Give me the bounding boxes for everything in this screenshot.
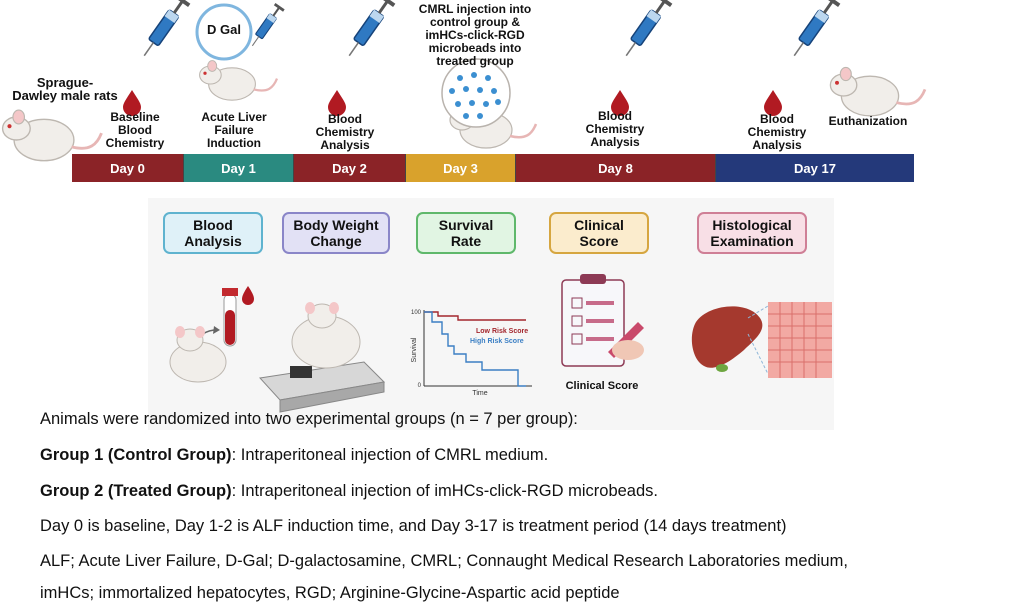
chem-day8-label: Blood Chemistry Analysis [585, 109, 645, 149]
group2-title: Group 2 (Treated Group) [40, 482, 232, 500]
card-clinical-score: Clinical Score [549, 212, 649, 254]
timeline-day17: Day 17 [716, 154, 914, 182]
card-survival-rate: Survival Rate [416, 212, 516, 254]
note-periods: Day 0 is baseline, Day 1-2 is ALF induct… [40, 517, 787, 535]
weighing-scale-icon [259, 361, 386, 413]
clinical-score-caption: Clinical Score [565, 380, 639, 392]
baseline-label: Baseline Blood Chemistry [105, 110, 165, 150]
rat-icon-alf [198, 59, 279, 102]
ytick-0: 0 [418, 383, 422, 389]
blood-tube-icon [222, 288, 238, 347]
card-body-weight: Body Weight Change [282, 212, 390, 254]
dgal-bubble-icon [195, 3, 253, 61]
syringe-icon-day8 [618, 0, 674, 62]
timeline-day1: Day 1 [184, 154, 294, 182]
analysis-illustrations [169, 274, 832, 413]
timeline-day8: Day 8 [516, 154, 716, 182]
timeline-illustration [1, 0, 927, 163]
liver-tissue-icon [768, 302, 832, 378]
note-abbreviations-2: imHCs; immortalized hepatocytes, RGD; Ar… [40, 584, 620, 602]
card-blood-analysis: Blood Analysis [163, 212, 263, 254]
timeline-day3: Day 3 [406, 154, 516, 182]
xlabel: Time [472, 390, 487, 397]
survival-plot: 100 0 Survival Time Low Risk Score High … [411, 310, 532, 397]
blood-drop-icon-panel [242, 286, 254, 305]
syringe-icon-day0 [136, 0, 192, 62]
high-risk-line [424, 311, 526, 387]
ytick-100: 100 [411, 310, 422, 316]
low-risk-line [424, 311, 526, 321]
ylabel: Survival [411, 337, 418, 362]
dgal-label: D Gal [207, 22, 241, 37]
timeline-day0: Day 0 [72, 154, 184, 182]
note-randomization: Animals were randomized into two experim… [40, 410, 578, 428]
group2-desc: : Intraperitoneal injection of imHCs-cli… [231, 482, 658, 500]
legend-low: Low Risk Score [476, 328, 528, 335]
note-group1: Group 1 (Control Group): Intraperitoneal… [40, 446, 548, 465]
rat-icon-euthanized [829, 66, 927, 118]
liver-icon [691, 306, 763, 372]
euthanization-label: Euthanization [828, 114, 908, 128]
group1-title: Group 1 (Control Group) [40, 446, 232, 464]
note-abbreviations-1: ALF; Acute Liver Failure, D-Gal; D-galac… [40, 552, 848, 570]
group1-desc: : Intraperitoneal injection of CMRL medi… [231, 446, 549, 464]
microbead-dots [449, 72, 501, 119]
legend-high: High Risk Score [470, 338, 524, 345]
rat-icon-weight [291, 302, 361, 369]
rat-label: Sprague- Dawley male rats [12, 75, 118, 103]
note-group2: Group 2 (Treated Group): Intraperitoneal… [40, 482, 658, 501]
syringe-icon-day2 [341, 0, 397, 62]
timeline-bar: Day 0 Day 1 Day 2 Day 3 Day 8 Day 17 [72, 154, 914, 182]
syringe-icon-day17 [786, 0, 842, 62]
timeline-day2: Day 2 [294, 154, 406, 182]
rat-icon-blood [169, 326, 227, 383]
alf-induction-label: Acute Liver Failure Induction [201, 110, 267, 150]
chem-day2-label: Blood Chemistry Analysis [315, 112, 375, 152]
injection-label: CMRL injection into control group & imHC… [418, 2, 532, 68]
card-histological: Histological Examination [697, 212, 807, 254]
chem-day17-label: Blood Chemistry Analysis [747, 112, 807, 152]
clipboard-icon [561, 274, 644, 367]
syringe-icon-day1 [246, 1, 286, 51]
